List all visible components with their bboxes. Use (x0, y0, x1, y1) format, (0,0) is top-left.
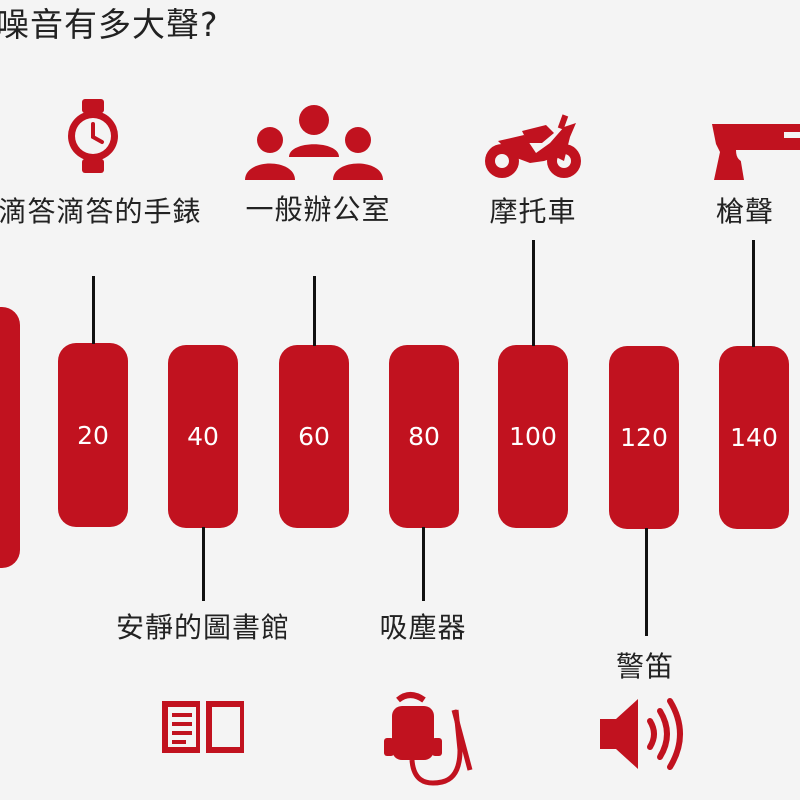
label-motorcycle: 摩托車 (489, 195, 577, 228)
connector-line-vacuum (422, 527, 425, 601)
scale-pill-120: 120 (609, 346, 679, 529)
vacuum-icon (384, 692, 473, 786)
label-siren: 警笛 (615, 650, 675, 683)
connector-line-watch (92, 276, 95, 344)
scale-pill-100: 100 (498, 345, 568, 528)
motorcycle-icon (485, 114, 581, 178)
label-library: 安靜的圖書館 (115, 611, 291, 644)
connector-line-gunshot (752, 240, 755, 347)
book-icon (162, 701, 244, 753)
scale-pill-80: 80 (389, 345, 459, 528)
label-vacuum: 吸塵器 (379, 611, 467, 644)
scale-pill-20: 20 (58, 343, 128, 527)
people-icon (245, 105, 383, 180)
page-title: 噪音有多大聲? (0, 5, 219, 44)
connector-line-siren (645, 528, 648, 636)
label-office: 一般辦公室 (245, 193, 391, 226)
gun-icon (712, 124, 800, 180)
label-gunshot: 槍聲 (715, 195, 775, 228)
scale-pill-140: 140 (719, 346, 789, 529)
scale-pill-40: 40 (168, 345, 238, 528)
label-watch: 滴答滴答的手錶 (0, 195, 202, 228)
clock-icon (68, 99, 118, 173)
scale-pill-60: 60 (279, 345, 349, 528)
speaker-icon (600, 698, 683, 770)
connector-line-library (202, 527, 205, 601)
connector-line-motorcycle (532, 240, 535, 346)
connector-line-office (313, 276, 316, 346)
scale-pill-partial (0, 307, 20, 568)
